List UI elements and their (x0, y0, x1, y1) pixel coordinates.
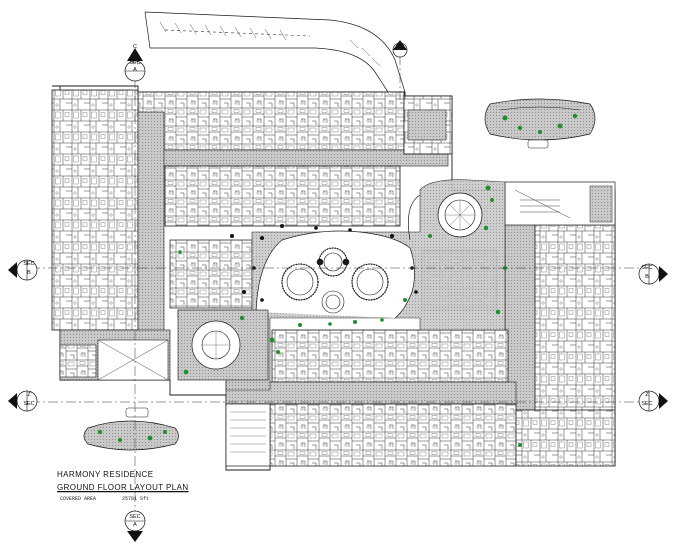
section-marker-top-right (392, 40, 408, 58)
middle-south-units (271, 329, 509, 383)
section-lines (30, 55, 640, 520)
section-marker-right-z (638, 390, 668, 412)
section-marker-left-b (8, 259, 38, 281)
upper-gazebo (437, 192, 483, 238)
top-wing-units (137, 91, 405, 151)
top-driveway (144, 11, 406, 93)
left-lobby-cross (97, 339, 169, 381)
lower-gazebo (177, 309, 269, 381)
landscape-trees (178, 185, 522, 447)
section-label-right-b: SEC B (638, 265, 660, 287)
top-corridor (137, 149, 449, 167)
top-right-hatch (407, 109, 447, 141)
central-pavilion-rings (281, 247, 389, 301)
left-corridor (137, 111, 165, 341)
section-marker-left-z (8, 390, 38, 412)
marker-bottom-a-line1: SEC (129, 514, 141, 520)
second-row-units (164, 165, 401, 227)
section-marker-top-c (124, 48, 146, 82)
left-wing-units (51, 89, 139, 331)
marker-right-z-line2: SEC (641, 401, 653, 407)
top-right-garden (484, 98, 596, 149)
marker-right-z-line1: Z (645, 392, 649, 398)
covered-area-value: 25781 Sft (122, 496, 150, 502)
marker-top-c-line2: SEC (129, 60, 141, 66)
inner-left-units (169, 239, 253, 309)
marker-top-c-line3: A (133, 67, 137, 73)
driveway-markings (159, 21, 381, 67)
plan-title: GROUND FLOOR LAYOUT PLAN (57, 483, 189, 492)
left-small-units (59, 344, 97, 378)
section-label-right-z: Z SEC (638, 392, 660, 414)
section-label-left-b: SEC B (16, 261, 38, 283)
section-label-top-c: C SEC A (124, 44, 146, 73)
right-top-stair (514, 189, 571, 219)
marker-left-z-line1: Z (27, 392, 31, 398)
right-top-stair-box (589, 185, 613, 223)
marker-left-z-line2: SEC (23, 401, 35, 407)
section-label-left-z: Z SEC (16, 392, 38, 414)
bottom-left-stair-lines (230, 411, 266, 453)
section-marker-right-b (638, 263, 668, 285)
bottom-left-stair (225, 403, 271, 467)
marker-left-b-line1: SEC (23, 261, 35, 267)
bottom-right-block (515, 409, 616, 467)
project-name: HARMONY RESIDENCE (57, 470, 154, 479)
covered-area-label: COVERED AREA (60, 496, 97, 502)
marker-bottom-a-line2: A (133, 522, 137, 528)
bottom-wing-units (269, 403, 517, 467)
marker-top-c-line1: C (133, 44, 137, 50)
marker-right-b-line1: SEC (641, 265, 653, 271)
marker-left-b-line2: B (27, 270, 31, 276)
bottom-left-garden (83, 407, 179, 451)
central-pavilions (281, 247, 389, 314)
section-label-bottom-a: SEC A (124, 511, 146, 533)
section-marker-bottom-a (124, 510, 146, 542)
marker-right-b-line2: B (645, 274, 649, 280)
